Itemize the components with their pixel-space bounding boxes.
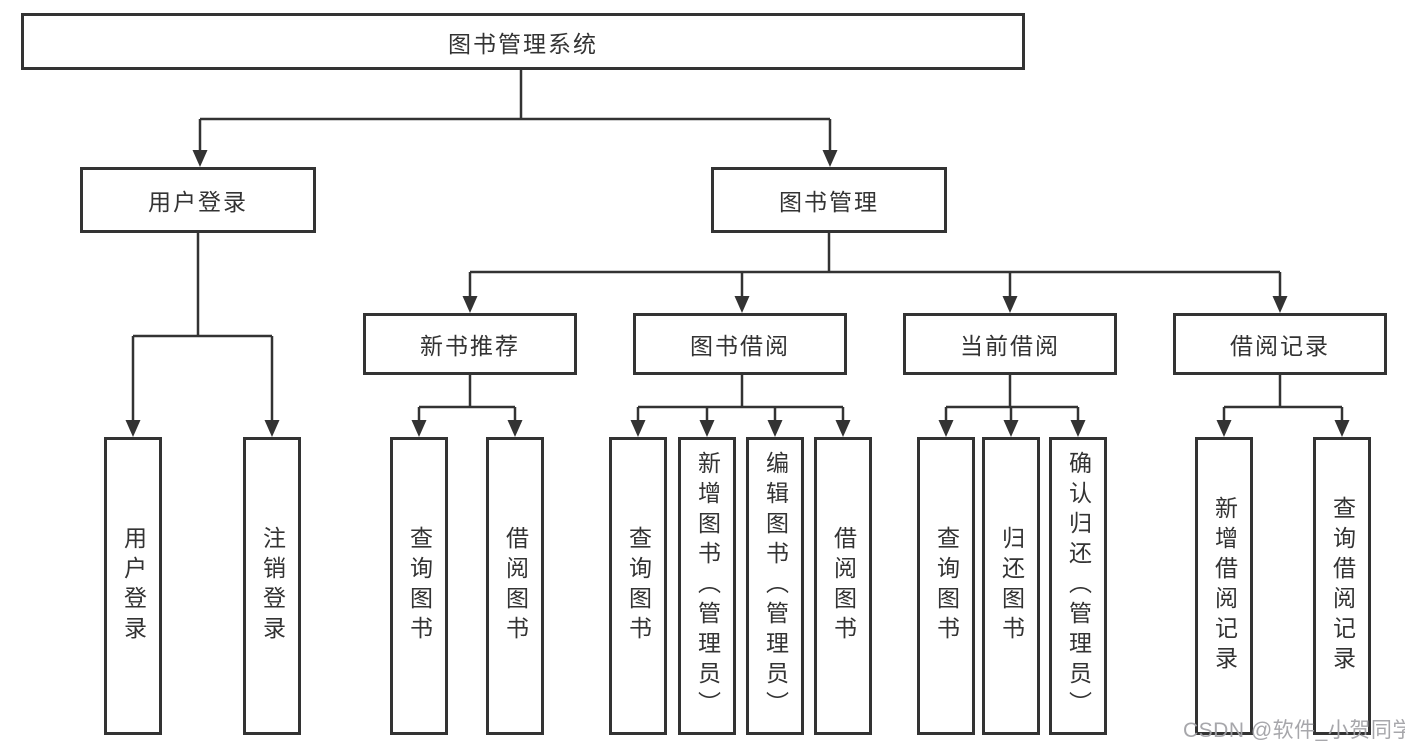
connector-borrow-records xyxy=(1222,375,1344,422)
leaf-add-book-admin: 新增图书（管理员） xyxy=(678,437,736,735)
leaf-user-login-label: 用户登录 xyxy=(120,526,147,646)
node-root: 图书管理系统 xyxy=(21,13,1025,70)
leaf-borrow-books-1-label: 借阅图书 xyxy=(502,526,529,646)
leaf-add-book-admin-label: 新增图书（管理员） xyxy=(694,451,721,721)
connector-book-management xyxy=(468,233,1282,298)
leaf-return-book-label: 归还图书 xyxy=(998,526,1025,646)
node-user-login: 用户登录 xyxy=(80,167,316,233)
leaf-query-books-3: 查询图书 xyxy=(917,437,975,735)
leaf-logout-label: 注销登录 xyxy=(259,526,286,646)
leaf-edit-book-admin: 编辑图书（管理员） xyxy=(746,437,804,735)
watermark-text: CSDN @软件_小贺同学 xyxy=(1183,719,1405,742)
leaf-query-books-1-label: 查询图书 xyxy=(406,526,433,646)
leaf-logout: 注销登录 xyxy=(243,437,301,735)
leaf-borrow-books-1: 借阅图书 xyxy=(486,437,544,735)
leaf-query-books-2-label: 查询图书 xyxy=(625,526,652,646)
node-book-borrow: 图书借阅 xyxy=(633,313,847,375)
leaf-confirm-return-admin: 确认归还（管理员） xyxy=(1049,437,1107,735)
leaf-user-login: 用户登录 xyxy=(104,437,162,735)
connector-user-login xyxy=(131,233,274,422)
leaf-query-borrow-record-label: 查询借阅记录 xyxy=(1329,496,1356,676)
leaf-add-borrow-record-label: 新增借阅记录 xyxy=(1211,496,1238,676)
leaf-query-books-3-label: 查询图书 xyxy=(933,526,960,646)
node-current-borrow: 当前借阅 xyxy=(903,313,1117,375)
leaf-add-borrow-record: 新增借阅记录 xyxy=(1195,437,1253,735)
leaf-query-borrow-record: 查询借阅记录 xyxy=(1313,437,1371,735)
leaf-edit-book-admin-label: 编辑图书（管理员） xyxy=(762,451,789,721)
connector-book-borrow xyxy=(636,375,845,422)
node-borrow-records: 借阅记录 xyxy=(1173,313,1387,375)
node-new-book-recommend: 新书推荐 xyxy=(363,313,577,375)
leaf-borrow-books-2-label: 借阅图书 xyxy=(830,526,857,646)
leaf-return-book: 归还图书 xyxy=(982,437,1040,735)
leaf-query-books-2: 查询图书 xyxy=(609,437,667,735)
connector-current-borrow xyxy=(944,375,1080,422)
leaf-confirm-return-admin-label: 确认归还（管理员） xyxy=(1065,451,1092,721)
connector-new-book-recommend xyxy=(417,375,517,422)
node-book-management: 图书管理 xyxy=(711,167,947,233)
connector-root xyxy=(198,70,832,152)
leaf-borrow-books-2: 借阅图书 xyxy=(814,437,872,735)
leaf-query-books-1: 查询图书 xyxy=(390,437,448,735)
